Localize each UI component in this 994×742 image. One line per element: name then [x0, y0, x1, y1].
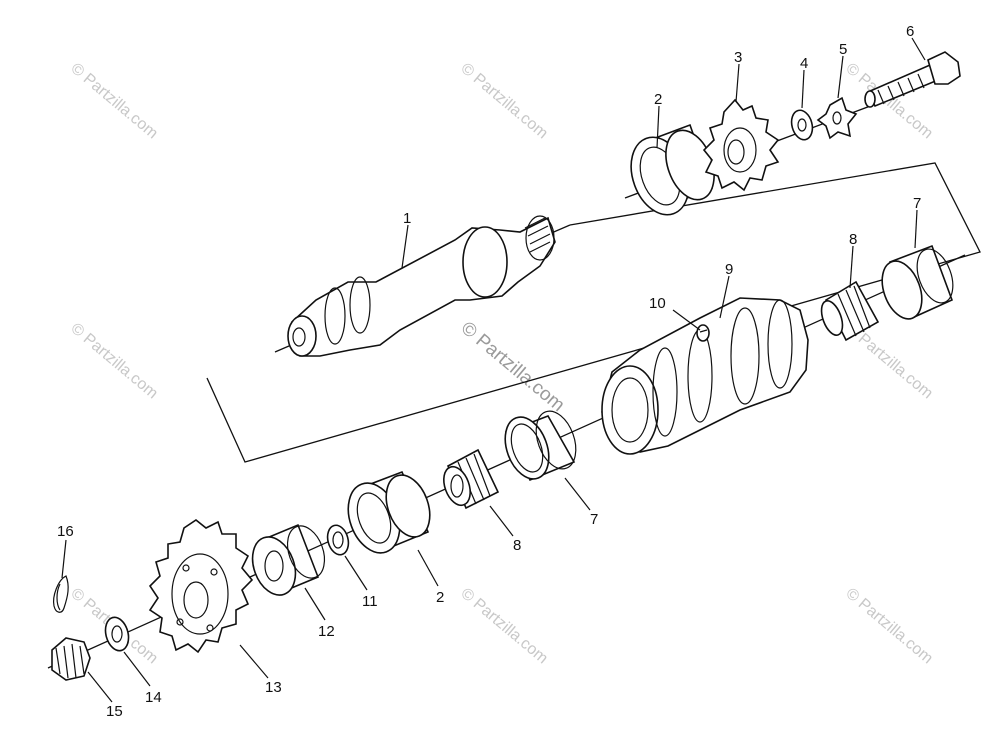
- sprocket-icon: [702, 98, 780, 192]
- callout-13: 13: [265, 679, 282, 696]
- callout-14: 14: [145, 689, 162, 706]
- race-icon: [881, 244, 954, 320]
- bolt-icon: [864, 51, 961, 108]
- callout-2-upper: 2: [654, 91, 662, 108]
- cotter-pin-icon: [53, 575, 69, 613]
- washer-icon: [104, 616, 130, 652]
- watermark-text: © Partzilla.com: [67, 60, 161, 142]
- shaft-icon: [287, 215, 556, 357]
- callout-7-left: 7: [590, 511, 598, 528]
- callout-8-right: 8: [849, 231, 857, 248]
- watermark-text: © Partzilla.com: [457, 585, 551, 667]
- callout-numbers: 1 2 3 4 5 6 7 8 9 10 7 8 2 11 12 13 14 1…: [57, 23, 921, 720]
- tapered-bearing-icon: [820, 280, 880, 342]
- watermark-text-center: © Partzilla.com: [457, 318, 569, 416]
- callout-1: 1: [403, 210, 411, 227]
- lock-tab-icon: [816, 96, 858, 140]
- sprocket-icon: [148, 519, 254, 654]
- spacer-icon: [251, 523, 326, 596]
- callout-3: 3: [734, 49, 742, 66]
- callout-10: 10: [649, 295, 666, 312]
- leader-lines: [61, 37, 926, 703]
- callout-11: 11: [362, 593, 378, 610]
- callout-2-lower: 2: [436, 589, 444, 606]
- housing-icon: [601, 297, 809, 455]
- washer-icon: [326, 524, 350, 556]
- nut-icon: [51, 637, 91, 681]
- bearing-icon: [347, 470, 431, 554]
- tapered-bearing-icon: [443, 448, 500, 510]
- callout-9: 9: [725, 261, 733, 278]
- washer-icon: [790, 109, 814, 141]
- callout-5: 5: [839, 41, 847, 58]
- bearing-icon: [630, 123, 715, 216]
- callout-8-left: 8: [513, 537, 521, 554]
- watermark-text: © Partzilla.com: [457, 60, 551, 142]
- callout-15: 15: [106, 703, 123, 720]
- callout-12: 12: [318, 623, 335, 640]
- race-icon: [504, 410, 577, 482]
- callout-7-right: 7: [913, 195, 921, 212]
- callout-6: 6: [906, 23, 914, 40]
- callout-4: 4: [800, 55, 808, 72]
- grease-fitting-icon: [696, 324, 710, 342]
- watermark-text: © Partzilla.com: [842, 585, 936, 667]
- watermark-text: © Partzilla.com: [67, 320, 161, 402]
- callout-16: 16: [57, 523, 74, 540]
